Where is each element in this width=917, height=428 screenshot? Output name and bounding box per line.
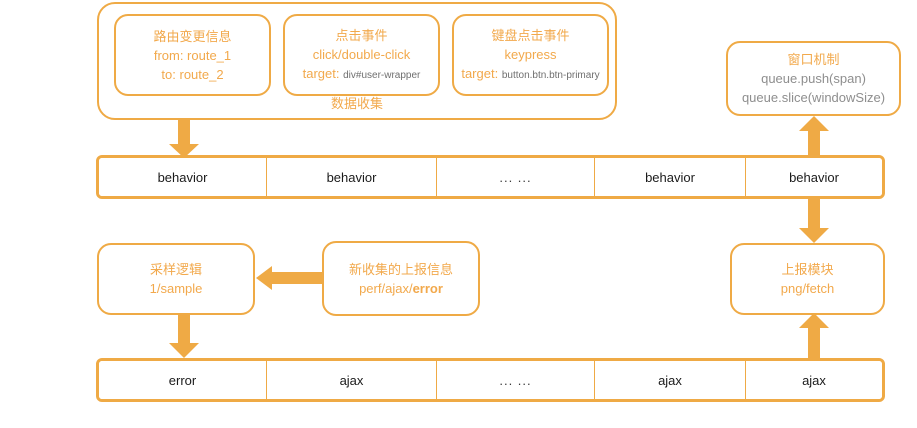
card-keyboard-event-title: 键盘点击事件 xyxy=(491,27,570,43)
new-report-info-types-bold: error xyxy=(412,280,443,296)
report-cell[interactable]: ajax xyxy=(595,361,746,399)
report-cell-ellipsis: ... ... xyxy=(437,361,595,399)
new-report-info-title: 新收集的上报信息 xyxy=(348,261,453,277)
arrow-sampling-to-report-queue xyxy=(168,313,200,358)
sampling-logic-title: 采样逻辑 xyxy=(149,262,202,277)
behavior-cell-ellipsis: ... ... xyxy=(437,158,595,196)
arrow-new-report-to-sampling xyxy=(256,263,324,293)
arrow-behavior-to-window xyxy=(798,116,830,158)
arrow-report-queue-to-report-module xyxy=(798,313,830,358)
report-cell[interactable]: ajax xyxy=(267,361,437,399)
behavior-cell[interactable]: behavior xyxy=(267,158,437,196)
window-mechanism-push: queue.push(span) xyxy=(761,71,866,86)
window-mechanism-slice: queue.slice(windowSize) xyxy=(741,90,886,105)
arrow-behavior-to-report-module xyxy=(798,198,830,243)
window-mechanism-title: 窗口机制 xyxy=(787,52,840,67)
card-route-change-title: 路由变更信息 xyxy=(153,28,232,44)
card-click-event[interactable]: 点击事件 click/double-click target: div#user… xyxy=(283,14,440,96)
card-route-change-from: from: route_1 xyxy=(153,47,232,63)
new-report-info-box[interactable]: 新收集的上报信息 perf/ajax/error xyxy=(322,241,480,316)
data-collection-caption: 数据收集 xyxy=(330,96,383,111)
sampling-logic-rate: 1/sample xyxy=(149,281,203,296)
report-module-box[interactable]: 上报模块 png/fetch xyxy=(730,243,885,315)
behavior-cell[interactable]: behavior xyxy=(595,158,746,196)
card-keyboard-event-type: keypress xyxy=(504,46,557,62)
report-queue-strip: error ajax ... ... ajax ajax xyxy=(96,358,885,402)
report-module-title: 上报模块 xyxy=(781,262,834,277)
report-cell[interactable]: ajax xyxy=(746,361,882,399)
new-report-info-types-prefix: perf/ajax/ xyxy=(359,280,413,296)
new-report-info-types: perf/ajax/error xyxy=(359,279,443,298)
behavior-queue-strip: behavior behavior ... ... behavior behav… xyxy=(96,155,885,199)
card-click-event-title: 点击事件 xyxy=(335,27,388,43)
card-keyboard-event-target-value: button.btn.btn-primary xyxy=(501,69,600,81)
behavior-cell[interactable]: behavior xyxy=(746,158,882,196)
report-cell[interactable]: error xyxy=(99,361,267,399)
behavior-cell[interactable]: behavior xyxy=(99,158,267,196)
card-route-change-to: to: route_2 xyxy=(161,66,224,82)
card-click-event-target-label: target: xyxy=(302,65,340,81)
sampling-logic-box[interactable]: 采样逻辑 1/sample xyxy=(97,243,255,315)
card-keyboard-event-target-label: target: xyxy=(461,65,499,81)
report-module-transport: png/fetch xyxy=(780,281,835,296)
card-keyboard-event[interactable]: 键盘点击事件 keypress target: button.btn.btn-p… xyxy=(452,14,609,96)
card-click-event-target: target: div#user-wrapper xyxy=(303,64,421,85)
card-click-event-target-value: div#user-wrapper xyxy=(343,69,421,81)
card-keyboard-event-target: target: button.btn.btn-primary xyxy=(461,64,599,85)
arrow-collection-to-behavior xyxy=(168,118,200,158)
card-route-change[interactable]: 路由变更信息 from: route_1 to: route_2 xyxy=(114,14,271,96)
window-mechanism-box[interactable]: 窗口机制 queue.push(span) queue.slice(window… xyxy=(726,41,901,116)
card-click-event-type: click/double-click xyxy=(312,46,411,62)
